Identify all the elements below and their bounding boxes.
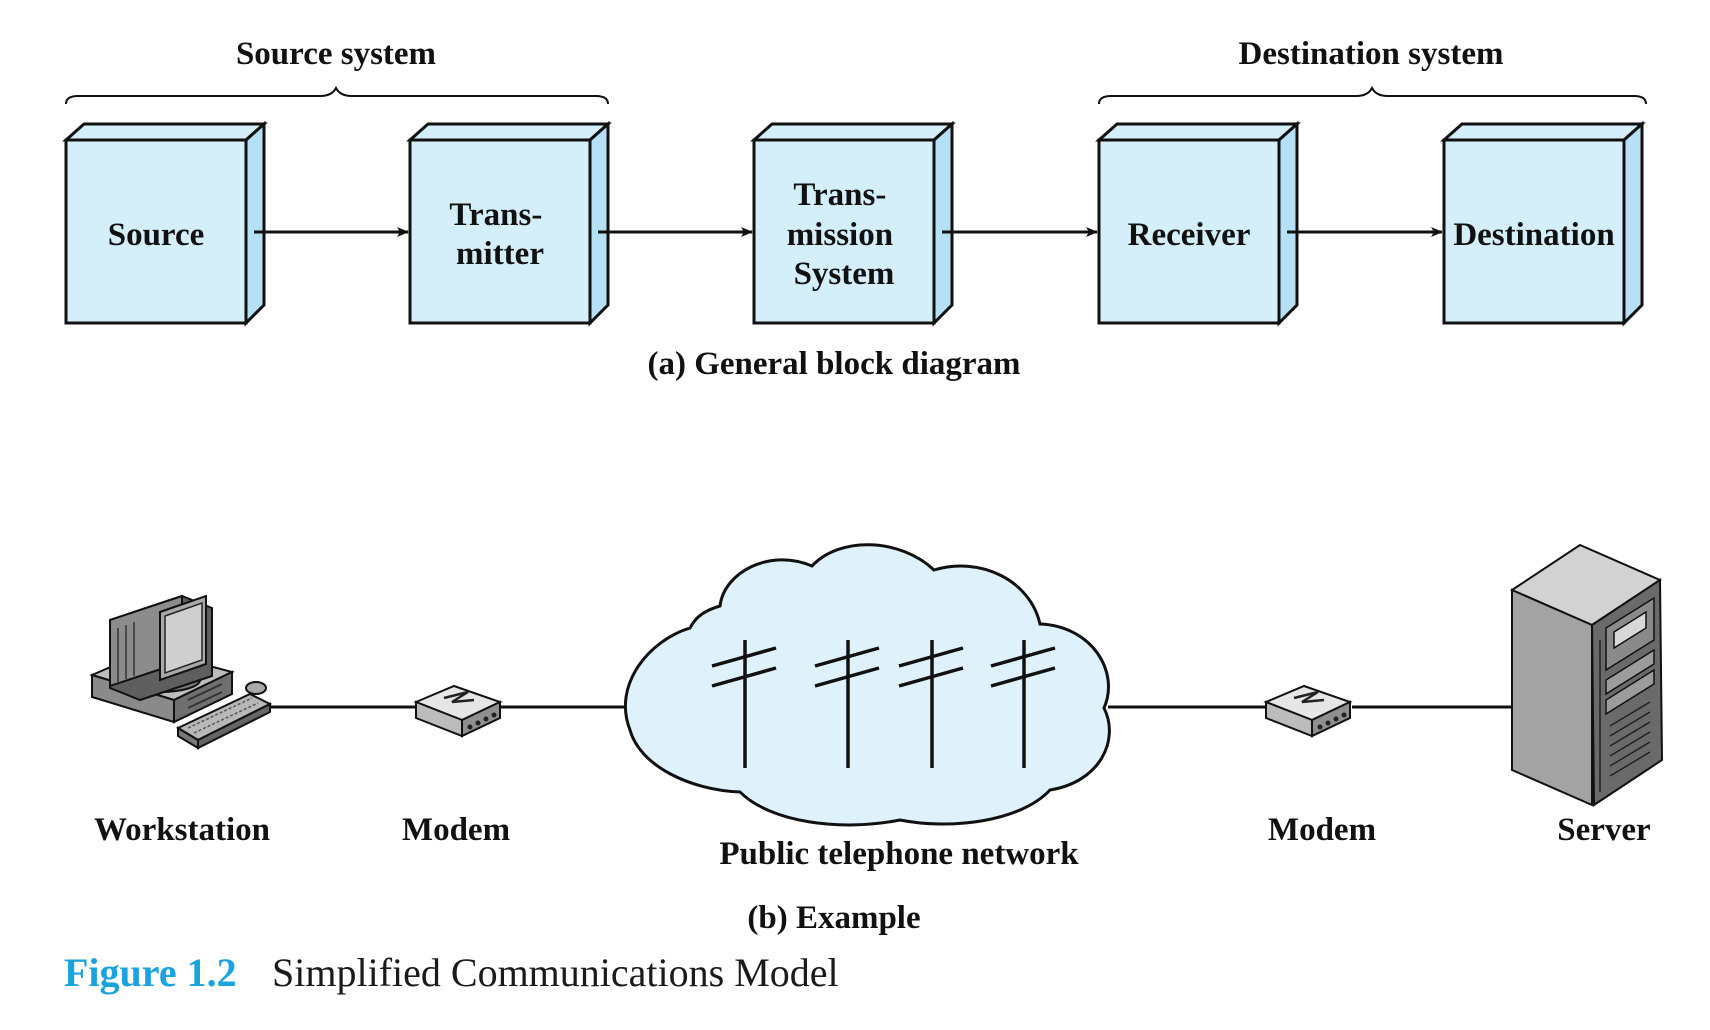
server-label: Server bbox=[1557, 812, 1650, 848]
modem-left-icon bbox=[413, 684, 503, 738]
figure-caption: Figure 1.2 Simplified Communications Mod… bbox=[64, 950, 839, 995]
svg-text:Source: Source bbox=[108, 217, 205, 253]
modem-right-icon bbox=[1263, 684, 1353, 738]
block-transmission-system: Trans- mission System bbox=[750, 120, 956, 327]
svg-text:Receiver: Receiver bbox=[1128, 217, 1251, 253]
destination-system-label: Destination system bbox=[1239, 36, 1504, 72]
workstation-icon bbox=[89, 594, 273, 750]
block-transmission-label-line1: Trans- bbox=[793, 177, 886, 213]
server-icon bbox=[1509, 543, 1664, 807]
block-transmission-label-line3: System bbox=[794, 256, 895, 292]
svg-text:Destination: Destination bbox=[1453, 217, 1614, 253]
block-source: Source bbox=[62, 120, 268, 327]
figure-title: Simplified Communications Model bbox=[272, 950, 839, 995]
block-receiver-label: Receiver bbox=[1128, 217, 1251, 253]
svg-text:Trans- mitter: Trans- mitter bbox=[449, 197, 550, 272]
network-label: Public telephone network bbox=[719, 836, 1079, 872]
general-block-diagram: Source system Destination system Source … bbox=[62, 36, 1647, 382]
svg-text:Trans- mission: Trans- mission System bbox=[787, 177, 902, 292]
figure-number: Figure 1.2 bbox=[64, 950, 237, 995]
telephone-pole-3-icon bbox=[898, 640, 964, 768]
example-diagram: Workstation Modem Public telephone netwo… bbox=[89, 543, 1664, 936]
block-transmitter-label-line2: mitter bbox=[456, 236, 544, 272]
block-source-label: Source bbox=[108, 217, 205, 253]
block-transmitter-label-line1: Trans- bbox=[449, 197, 542, 233]
source-system-brace bbox=[65, 85, 609, 105]
modem-left-label: Modem bbox=[402, 812, 510, 848]
public-telephone-network-cloud bbox=[623, 543, 1111, 827]
caption-part-a: (a) General block diagram bbox=[647, 346, 1020, 382]
telephone-pole-2-icon bbox=[814, 640, 880, 768]
modem-right-label: Modem bbox=[1268, 812, 1376, 848]
block-destination-label: Destination bbox=[1453, 217, 1614, 253]
telephone-pole-1-icon bbox=[711, 640, 777, 768]
block-transmission-label-line2: mission bbox=[787, 217, 893, 253]
block-transmitter: Trans- mitter bbox=[406, 120, 612, 327]
workstation-label: Workstation bbox=[94, 812, 270, 848]
destination-system-group: Destination system bbox=[1098, 36, 1647, 105]
source-system-label: Source system bbox=[236, 36, 436, 72]
source-system-group: Source system bbox=[65, 36, 609, 105]
block-receiver: Receiver bbox=[1095, 120, 1301, 327]
caption-part-b: (b) Example bbox=[747, 900, 920, 936]
block-destination: Destination bbox=[1440, 120, 1646, 327]
destination-system-brace bbox=[1098, 85, 1647, 105]
telephone-pole-4-icon bbox=[990, 640, 1056, 768]
